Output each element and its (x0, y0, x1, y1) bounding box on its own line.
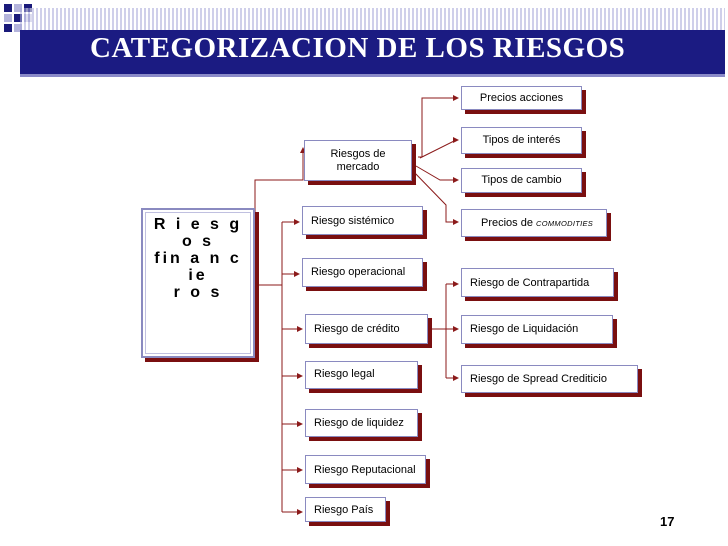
market-risk-node: Riesgos de mercado (304, 140, 412, 181)
risk-type-node: Riesgo legal (305, 361, 418, 389)
market-child-label-suffix: COMMODITIES (536, 218, 594, 228)
connector-to-commodities (411, 169, 459, 225)
risk-type-node: Riesgo Reputacional (305, 455, 426, 484)
decor-square (4, 4, 12, 12)
decor-square (14, 24, 22, 32)
page-number: 17 (660, 514, 675, 529)
market-risk-label: Riesgos de mercado (330, 147, 386, 173)
risk-type-label: Riesgo operacional (311, 266, 406, 278)
connector-root-market (254, 147, 306, 212)
root-node: R i e s g o s fin a n c ie r o s (141, 208, 255, 358)
market-child-label: Precios acciones (479, 91, 564, 104)
market-child-label-prefix: Precios de (481, 217, 537, 229)
risk-type-label: Riesgo País (314, 504, 374, 516)
risk-type-label: Riesgo de crédito (314, 323, 400, 335)
root-label-line: R i e s g o s (153, 216, 243, 250)
market-child-node: Tipos de interés (461, 127, 582, 154)
risk-type-node: Riesgo de crédito (305, 314, 428, 344)
decor-square (4, 24, 12, 32)
risk-type-label: Riesgo de liquidez (314, 417, 404, 429)
risk-type-node: Riesgo sistémico (302, 206, 423, 235)
credit-child-node: Riesgo de Spread Crediticio (461, 365, 638, 393)
connector-to-tipos-cambio (415, 165, 459, 183)
market-child-node: Tipos de cambio (461, 168, 582, 193)
market-child-label: Tipos de interés (482, 134, 561, 146)
credit-child-node: Riesgo de Liquidación (461, 315, 613, 344)
credit-child-label: Riesgo de Liquidación (470, 323, 579, 335)
credit-child-label: Riesgo de Contrapartida (470, 276, 590, 289)
decor-square (4, 14, 12, 22)
connector-to-precios-acciones (418, 95, 459, 158)
market-child-node: Precios de COMMODITIES (461, 209, 607, 237)
root-label-line: fin a n c ie (154, 250, 242, 284)
market-child-node: Precios acciones (461, 86, 582, 110)
title-bar (20, 30, 725, 74)
risk-type-label: Riesgo legal (314, 368, 375, 380)
credit-child-node: Riesgo de Contrapartida (461, 268, 614, 297)
risk-type-label: Riesgo sistémico (311, 214, 395, 227)
decor-square (14, 4, 22, 12)
risk-type-node: Riesgo de liquidez (305, 409, 418, 437)
credit-child-label: Riesgo de Spread Crediticio (470, 373, 607, 385)
title-stripe (20, 8, 725, 30)
risk-type-node: Riesgo operacional (302, 258, 423, 287)
risk-type-label: Riesgo Reputacional (314, 463, 416, 476)
root-node-label: R i e s g o s fin a n c ie r o s (151, 216, 245, 301)
market-child-label: Tipos de cambio (481, 174, 562, 186)
decor-square (14, 14, 22, 22)
page-title: CATEGORIZACION DE LOS RIESGOS (90, 32, 626, 64)
root-label-line: r o s (173, 284, 223, 301)
risk-type-node: Riesgo País (305, 497, 386, 522)
connector-to-tipos-interes (419, 137, 459, 159)
